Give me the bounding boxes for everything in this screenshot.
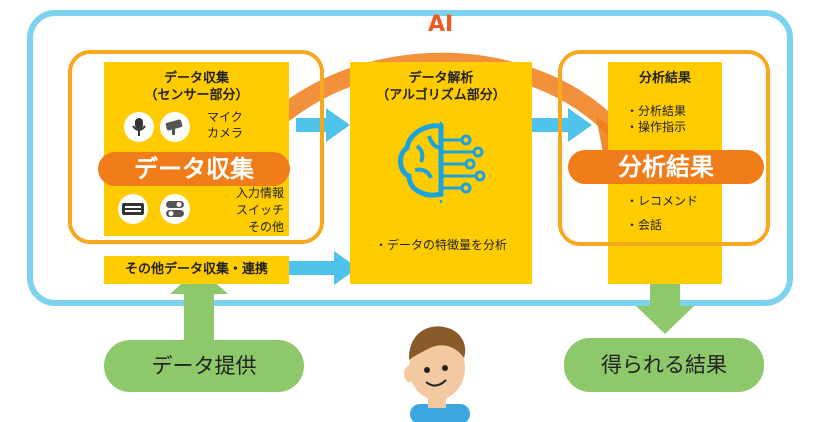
results-bullet1: ・分析結果 [626, 104, 687, 118]
collect-title: データ収集 （センサー部分） [104, 70, 289, 104]
switch-icon [160, 194, 190, 224]
camera-label: カメラ [207, 126, 244, 140]
switch-label: スイッチ [235, 203, 284, 217]
input-label: 入力情報 [235, 186, 284, 200]
results-bullet2: ・操作指示 [626, 120, 687, 134]
results-title: 分析結果 [638, 71, 691, 86]
result-arrowhead [636, 306, 694, 334]
collect-frame [68, 50, 324, 244]
analysis-title: データ解析 （アルゴリズム部分） [350, 70, 532, 104]
ai-system-frame [27, 10, 793, 306]
obtained-result-label: 得られる結果 [564, 338, 764, 392]
analysis-bullet: ・データの特徴量を分析 [374, 238, 507, 252]
ai-label: AI [428, 12, 454, 37]
collect-pill: データ収集 [98, 152, 290, 186]
keyboard-icon [118, 194, 148, 224]
analysis-title-line1: データ解析 [408, 71, 474, 86]
results-bullet3: ・レコメンド [626, 194, 699, 208]
results-bullet4: ・会話 [626, 218, 663, 232]
data-provide-label: データ提供 [104, 340, 304, 392]
mic-label: マイク [207, 110, 243, 124]
ai-brain-icon [395, 118, 487, 212]
other-label: その他 [247, 220, 284, 234]
results-frame [558, 50, 770, 246]
other-to-analysis-arrow-body [288, 261, 336, 275]
provide-arrow-body [184, 292, 214, 342]
microphone-icon [124, 112, 154, 142]
collect-title-line2: （センサー部分） [144, 88, 249, 103]
results-pill: 分析結果 [568, 150, 764, 184]
other-to-analysis-arrowhead [334, 251, 358, 285]
camera-icon [160, 112, 190, 142]
collect-title-line1: データ収集 [163, 71, 229, 86]
collect-to-analysis-arrowhead [326, 108, 350, 142]
other-collect-bar: その他データ収集・連携 [104, 256, 289, 284]
person-icon [404, 326, 470, 422]
analysis-title-line2: （アルゴリズム部分） [376, 88, 506, 103]
analysis-to-results-arrowhead [568, 108, 592, 142]
